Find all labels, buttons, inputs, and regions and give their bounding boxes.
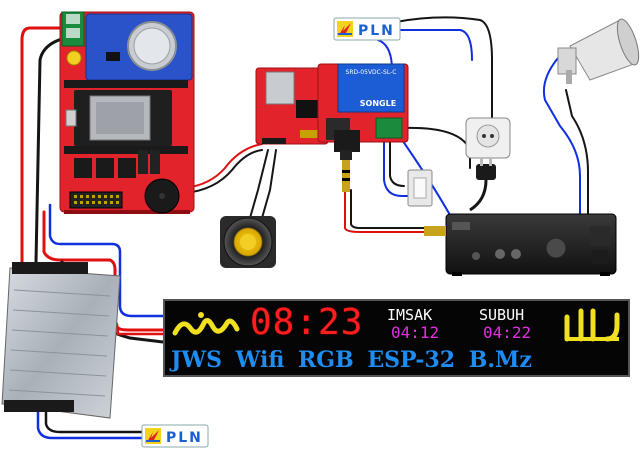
horn-speaker-icon	[557, 18, 640, 84]
pln-logo-icon	[145, 428, 161, 444]
muhammad-calligraphy	[172, 312, 240, 336]
prayer2-time: 04:22	[483, 323, 532, 342]
rtc-module	[85, 13, 193, 81]
clock-display: 08:23	[250, 302, 364, 343]
amplifier-icon	[424, 213, 617, 276]
relay-module: SRD-05VDC-SL-C SONGLE	[317, 63, 409, 143]
light-switch-icon	[407, 169, 433, 207]
pln-bottom: PLN	[141, 424, 209, 448]
audio-jack-icon	[334, 130, 360, 192]
plug-icon	[469, 158, 496, 212]
wall-socket-icon	[465, 117, 511, 159]
prayer2-name: SUBUH	[479, 306, 525, 324]
relay-brand-label: SONGLE	[360, 99, 396, 108]
allah-calligraphy	[564, 308, 620, 342]
mp3-module	[255, 67, 329, 145]
prayer1-time: 04:12	[391, 323, 440, 342]
pln-logo-icon	[337, 21, 353, 37]
scroll-text: JWS Wifi RGB ESP-32 B.Mz	[171, 347, 532, 373]
power-supply-icon	[1, 262, 121, 419]
relay-model-label: SRD-05VDC-SL-C	[346, 69, 397, 76]
esp32-module	[59, 11, 195, 214]
pln-top-label: PLN	[358, 23, 395, 39]
pln-bottom-label: PLN	[166, 430, 203, 446]
prayer1-name: IMSAK	[387, 306, 433, 324]
pln-top: PLN	[333, 17, 401, 41]
speaker-icon	[220, 216, 276, 268]
led-display-panel: 08:23 IMSAK 04:12 SUBUH 04:22 JWS Wifi R…	[163, 299, 630, 377]
